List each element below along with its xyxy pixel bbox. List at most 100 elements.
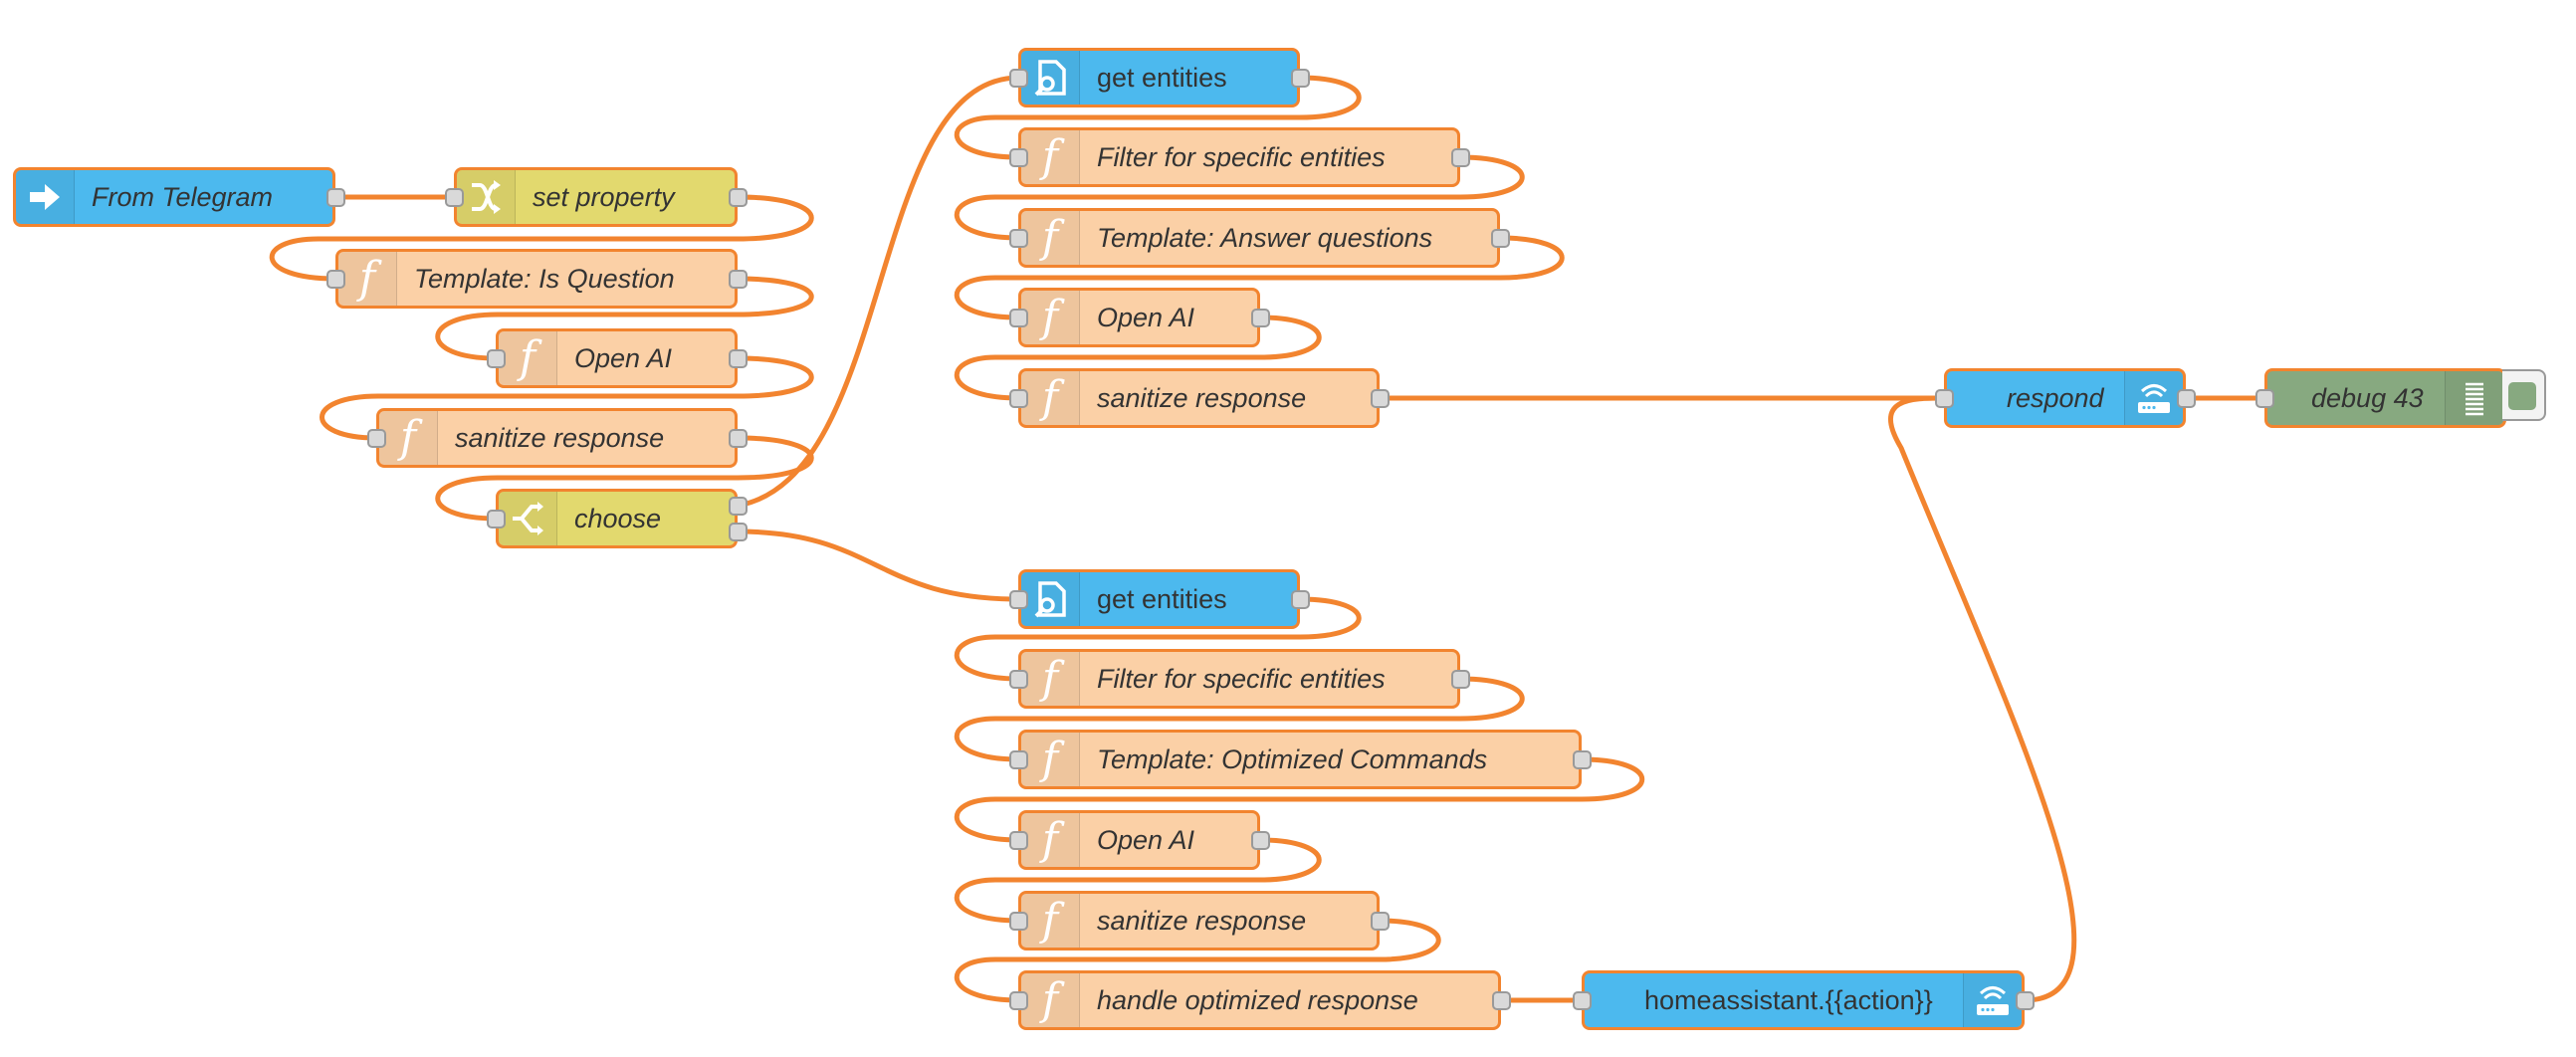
- input-port[interactable]: [487, 510, 506, 528]
- output-port[interactable]: [326, 188, 345, 207]
- output-port[interactable]: [1451, 670, 1470, 689]
- wire[interactable]: [954, 75, 1362, 160]
- search-document-icon: [1021, 572, 1080, 626]
- respond-node[interactable]: respond: [1944, 368, 2186, 428]
- debug-node[interactable]: debug 43: [2264, 368, 2506, 428]
- wire[interactable]: [954, 154, 1525, 241]
- get-entities-node[interactable]: get entities: [1018, 569, 1300, 629]
- output-port[interactable]: [1492, 991, 1511, 1010]
- wire[interactable]: [320, 355, 814, 441]
- wire[interactable]: [435, 435, 814, 522]
- input-port[interactable]: [487, 349, 506, 368]
- open-ai-node[interactable]: f Open AI: [1018, 288, 1260, 347]
- input-port[interactable]: [1573, 991, 1592, 1010]
- output-port[interactable]: [729, 523, 748, 541]
- function-icon: f: [1021, 894, 1080, 948]
- node-label: Template: Answer questions: [1097, 222, 1433, 253]
- set-property-node[interactable]: set property: [454, 167, 738, 227]
- input-port[interactable]: [1009, 670, 1028, 689]
- node-label: respond: [2007, 382, 2104, 413]
- output-port[interactable]: [1491, 229, 1510, 248]
- output-port[interactable]: [729, 188, 748, 207]
- wire[interactable]: [954, 756, 1644, 843]
- handle-optimized-response-node[interactable]: f handle optimized response: [1018, 970, 1501, 1030]
- output-port[interactable]: [2177, 389, 2196, 408]
- switch-icon: [499, 492, 557, 545]
- output-port[interactable]: [1291, 590, 1310, 609]
- output-port[interactable]: [1371, 912, 1390, 931]
- input-port[interactable]: [1009, 309, 1028, 327]
- output-port[interactable]: [1251, 309, 1270, 327]
- router-icon: [2124, 371, 2183, 425]
- output-port[interactable]: [2016, 991, 2035, 1010]
- output-port[interactable]: [729, 429, 748, 448]
- open-ai-node[interactable]: f Open AI: [1018, 810, 1260, 870]
- input-port[interactable]: [1009, 831, 1028, 850]
- function-icon: f: [1021, 652, 1080, 706]
- node-label: debug 43: [2311, 382, 2424, 413]
- sanitize-response-node[interactable]: f sanitize response: [376, 408, 738, 468]
- debug-toggle-indicator: [2508, 382, 2536, 410]
- function-icon: f: [1021, 733, 1080, 786]
- template-optimized-commands-node[interactable]: f Template: Optimized Commands: [1018, 730, 1582, 789]
- shuffle-icon: [457, 170, 516, 224]
- output-port[interactable]: [1291, 69, 1310, 88]
- sanitize-response-node[interactable]: f sanitize response: [1018, 368, 1380, 428]
- wire[interactable]: [1887, 395, 2077, 1003]
- homeassistant-action-node[interactable]: homeassistant.{{action}}: [1582, 970, 2025, 1030]
- node-label: handle optimized response: [1097, 984, 1418, 1015]
- input-port[interactable]: [1009, 229, 1028, 248]
- node-label: get entities: [1097, 583, 1227, 614]
- input-port[interactable]: [1009, 148, 1028, 167]
- input-port[interactable]: [1935, 389, 1954, 408]
- output-port[interactable]: [729, 497, 748, 516]
- input-port[interactable]: [326, 270, 345, 289]
- filter-entities-node[interactable]: f Filter for specific entities: [1018, 127, 1460, 187]
- wire[interactable]: [954, 918, 1441, 1003]
- arrow-right-icon: [16, 170, 75, 224]
- template-answer-questions-node[interactable]: f Template: Answer questions: [1018, 208, 1500, 268]
- filter-entities-node[interactable]: f Filter for specific entities: [1018, 649, 1460, 709]
- output-port[interactable]: [1573, 750, 1592, 769]
- router-icon: [1963, 973, 2022, 1027]
- template-is-question-node[interactable]: f Template: Is Question: [335, 249, 738, 309]
- output-port[interactable]: [1251, 831, 1270, 850]
- get-entities-node[interactable]: get entities: [1018, 48, 1300, 107]
- input-port[interactable]: [1009, 912, 1028, 931]
- open-ai-node[interactable]: f Open AI: [496, 328, 738, 388]
- wire[interactable]: [735, 75, 1021, 509]
- input-port[interactable]: [1009, 389, 1028, 408]
- from-telegram-node[interactable]: From Telegram: [13, 167, 335, 227]
- wire[interactable]: [954, 315, 1322, 401]
- wire[interactable]: [435, 276, 814, 361]
- output-port[interactable]: [729, 349, 748, 368]
- wire[interactable]: [954, 235, 1565, 320]
- function-icon: f: [1021, 130, 1080, 184]
- input-port[interactable]: [1009, 750, 1028, 769]
- debug-toggle-button[interactable]: [2502, 369, 2546, 421]
- input-port[interactable]: [1009, 991, 1028, 1010]
- input-port[interactable]: [1009, 69, 1028, 88]
- choose-node[interactable]: choose: [496, 489, 738, 548]
- input-port[interactable]: [2255, 389, 2274, 408]
- node-label: sanitize response: [1097, 382, 1307, 413]
- node-label: sanitize response: [455, 422, 665, 453]
- input-port[interactable]: [445, 188, 464, 207]
- wire[interactable]: [954, 837, 1322, 924]
- input-port[interactable]: [367, 429, 386, 448]
- node-label: Open AI: [1097, 302, 1195, 332]
- output-port[interactable]: [1451, 148, 1470, 167]
- input-port[interactable]: [1009, 590, 1028, 609]
- wire[interactable]: [735, 528, 1021, 602]
- wire[interactable]: [954, 676, 1525, 762]
- node-label: Open AI: [574, 342, 673, 373]
- node-label: From Telegram: [92, 181, 274, 212]
- output-port[interactable]: [1371, 389, 1390, 408]
- node-label: set property: [533, 181, 675, 212]
- wire[interactable]: [269, 194, 814, 282]
- wire[interactable]: [954, 596, 1362, 682]
- output-port[interactable]: [729, 270, 748, 289]
- sanitize-response-node[interactable]: f sanitize response: [1018, 891, 1380, 951]
